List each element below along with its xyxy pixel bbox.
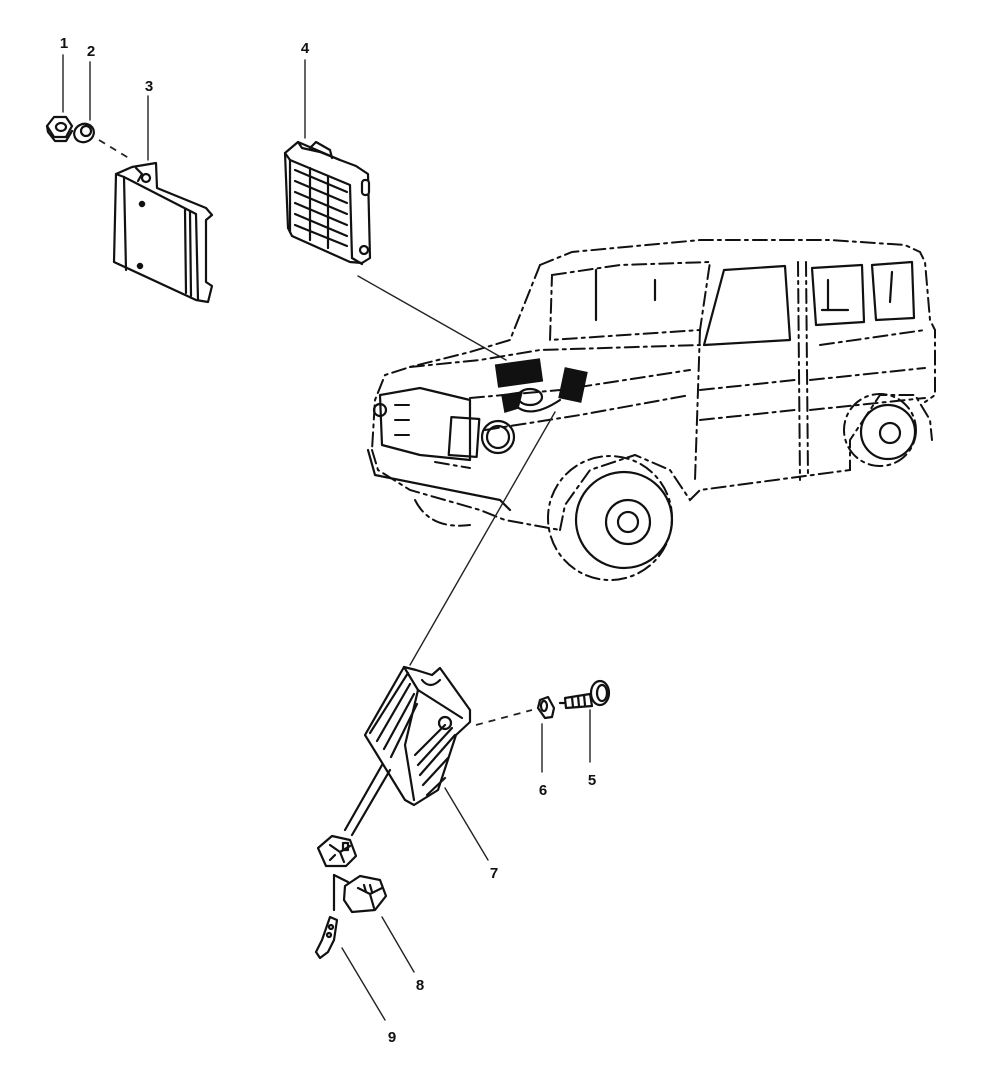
assembly-line-8 xyxy=(332,873,350,884)
leader-7 xyxy=(444,787,489,861)
part-5-screw[interactable] xyxy=(558,679,611,763)
callout-9: 9 xyxy=(388,1029,396,1046)
callout-4: 4 xyxy=(301,40,310,57)
callout-5: 5 xyxy=(588,772,596,789)
part-7-module[interactable] xyxy=(343,665,472,837)
callout-8: 8 xyxy=(416,977,424,994)
part-1-nut[interactable] xyxy=(45,54,74,143)
callout-7: 7 xyxy=(490,865,498,882)
leader-9 xyxy=(341,947,386,1021)
part-2-washer[interactable] xyxy=(71,61,97,145)
part-6-washer[interactable] xyxy=(536,695,556,773)
part-9-terminal[interactable] xyxy=(314,915,339,960)
assembly-line-7-6 xyxy=(475,709,533,726)
leader-8 xyxy=(381,916,415,973)
part-8-connector-housing[interactable] xyxy=(342,874,388,914)
leader-7-to-vehicle xyxy=(409,411,556,666)
cable-connector[interactable] xyxy=(316,834,358,868)
callout-2: 2 xyxy=(87,43,95,60)
callout-3: 3 xyxy=(145,78,153,95)
part-3-bracket[interactable] xyxy=(112,95,214,304)
callout-6: 6 xyxy=(539,782,547,799)
leader-4-to-vehicle xyxy=(357,275,507,361)
assembly-line-2-3 xyxy=(98,139,133,161)
vehicle-illustration xyxy=(366,239,936,581)
callout-1: 1 xyxy=(60,35,68,52)
part-4-control-unit[interactable] xyxy=(283,59,372,266)
